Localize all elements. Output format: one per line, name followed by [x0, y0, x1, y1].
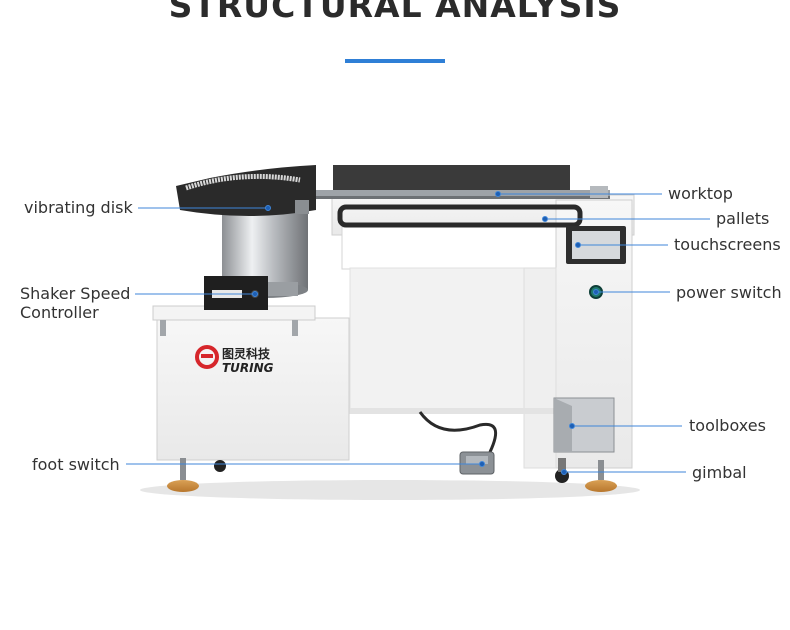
brand-latin: TURING	[222, 361, 274, 375]
page-title: STRUCTURAL ANALYSIS	[168, 0, 622, 25]
floor-shadow	[140, 480, 640, 500]
pallet-bar	[337, 204, 583, 228]
toolbox-bin	[553, 397, 615, 453]
callout-lines	[126, 191, 710, 475]
left-cabinet	[152, 305, 350, 461]
label-worktop: worktop	[668, 184, 733, 203]
label-touchscreens: touchscreens	[674, 235, 781, 254]
brand-chinese: 图灵科技	[222, 346, 271, 361]
vibrating-bowl	[176, 165, 316, 298]
turing-logo: 图灵科技 TURING	[195, 345, 274, 375]
label-power-switch: power switch	[676, 283, 782, 302]
label-gimbal: gimbal	[692, 463, 747, 482]
worktop-rail	[290, 165, 610, 199]
label-toolboxes: toolboxes	[689, 416, 766, 435]
label-shaker-speed-controller: Shaker Speed Controller	[20, 284, 131, 322]
label-foot-switch: foot switch	[32, 455, 120, 474]
label-pallets: pallets	[716, 209, 770, 228]
title-underline	[345, 59, 445, 63]
label-vibrating-disk: vibrating disk	[24, 198, 133, 217]
machine-feet	[167, 458, 617, 492]
foot-switch-pedal	[418, 411, 498, 475]
